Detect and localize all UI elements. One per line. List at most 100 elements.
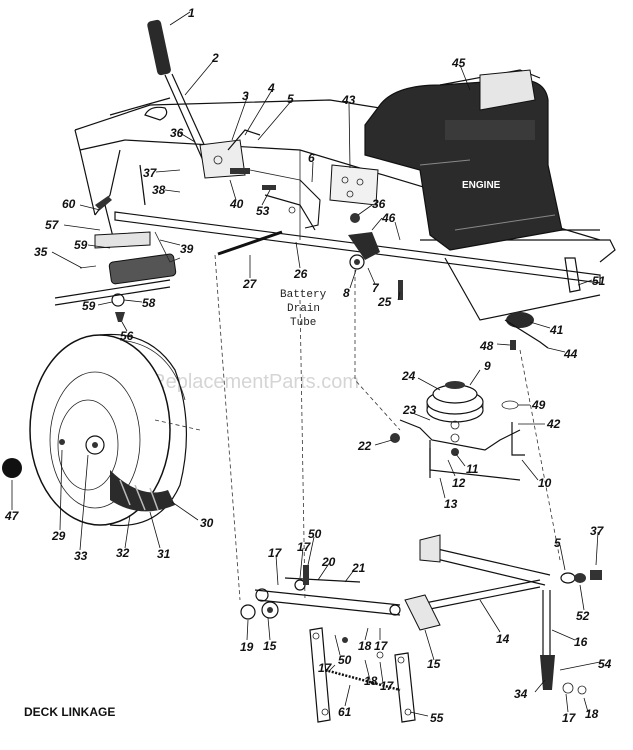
callout-27: 27 xyxy=(242,277,258,291)
callout-21: 21 xyxy=(351,561,366,575)
engine-block: ENGINE xyxy=(364,69,563,251)
callout-2: 2 xyxy=(211,51,219,65)
callout-44: 44 xyxy=(563,347,578,361)
leader-lines xyxy=(11,11,601,717)
callout-58: 58 xyxy=(142,296,156,310)
callout-41: 41 xyxy=(549,323,564,337)
callout-32: 32 xyxy=(116,546,130,560)
callout-14: 14 xyxy=(496,632,510,646)
callout-10: 10 xyxy=(538,476,552,490)
deck-hangers xyxy=(309,627,416,723)
deck-link-14 xyxy=(404,534,602,695)
callout-45: 45 xyxy=(451,56,466,70)
callout-1: 1 xyxy=(188,6,195,20)
callout-13: 13 xyxy=(444,497,458,511)
callout-42: 42 xyxy=(546,417,561,431)
phantom-line-right xyxy=(519,349,561,561)
pulley-9 xyxy=(426,381,484,456)
note-line-3: Tube xyxy=(290,317,316,329)
callout-3: 3 xyxy=(242,89,249,103)
callout-9: 9 xyxy=(484,359,491,373)
callout-17e: 17 xyxy=(380,679,395,693)
callout-33: 33 xyxy=(74,549,88,563)
callout-38: 38 xyxy=(152,183,166,197)
callout-60: 60 xyxy=(62,197,76,211)
callout-40: 40 xyxy=(229,197,244,211)
phantom-line-idler xyxy=(354,270,401,431)
callout-15b: 15 xyxy=(427,657,441,671)
callout-59: 59 xyxy=(74,238,88,252)
spring-clip-assembly xyxy=(348,213,403,300)
callout-29: 29 xyxy=(51,529,66,543)
callout-37: 37 xyxy=(143,166,158,180)
note-line-2: Drain xyxy=(287,303,320,315)
callout-48: 48 xyxy=(479,339,494,353)
idler-bracket-41 xyxy=(504,312,549,350)
callout-20: 20 xyxy=(321,555,336,569)
callout-17f: 17 xyxy=(562,711,577,725)
callout-30: 30 xyxy=(200,516,214,530)
callout-35: 35 xyxy=(34,245,48,259)
callout-31: 31 xyxy=(157,547,171,561)
callout-50: 50 xyxy=(308,527,322,541)
hub-cap-47 xyxy=(2,458,22,478)
callout-54: 54 xyxy=(598,657,612,671)
deck-link-21 xyxy=(240,565,401,620)
callout-36: 36 xyxy=(170,126,184,140)
link-6 xyxy=(264,179,321,231)
callout-17: 17 xyxy=(268,546,283,560)
diagram-caption: DECK LINKAGE xyxy=(24,705,115,719)
callout-37b: 37 xyxy=(590,524,605,538)
callout-18b: 18 xyxy=(364,674,378,688)
callout-11: 11 xyxy=(466,462,479,476)
callout-43: 43 xyxy=(341,93,356,107)
callout-22: 22 xyxy=(357,439,372,453)
callout-51: 51 xyxy=(592,274,606,288)
callout-50b: 50 xyxy=(338,653,352,667)
callout-16: 16 xyxy=(574,635,588,649)
callout-36b: 36 xyxy=(372,197,386,211)
note-line-1: Battery xyxy=(280,289,327,301)
callout-15: 15 xyxy=(263,639,277,653)
callout-59b: 59 xyxy=(82,299,96,313)
callout-55: 55 xyxy=(430,711,444,725)
callout-12: 12 xyxy=(452,476,466,490)
callout-17d: 17 xyxy=(318,661,333,675)
callout-61: 61 xyxy=(338,705,352,719)
phantom-line-wheel xyxy=(154,419,201,431)
callout-26: 26 xyxy=(293,267,308,281)
callout-25: 25 xyxy=(377,295,392,309)
bracket-43 xyxy=(329,164,379,206)
callout-5b: 5 xyxy=(554,536,561,550)
callout-23: 23 xyxy=(402,403,417,417)
callout-53: 53 xyxy=(256,204,270,218)
callout-57: 57 xyxy=(45,218,60,232)
callout-34: 34 xyxy=(514,687,528,701)
callout-8: 8 xyxy=(343,286,350,300)
callout-56: 56 xyxy=(120,329,134,343)
phantom-line-mid xyxy=(299,299,306,601)
callout-4: 4 xyxy=(267,81,275,95)
lift-lever xyxy=(147,19,301,190)
rear-wheel xyxy=(29,333,188,527)
callout-17b: 17 xyxy=(297,540,312,554)
callout-6: 6 xyxy=(308,151,315,165)
rod-27 xyxy=(217,230,283,256)
callout-17c: 17 xyxy=(374,639,389,653)
callout-47: 47 xyxy=(4,509,20,523)
callout-5: 5 xyxy=(287,92,294,106)
callout-7: 7 xyxy=(372,281,380,295)
watermark: eReplacementParts.com xyxy=(140,371,359,393)
phantom-line-left xyxy=(214,254,241,601)
callout-52: 52 xyxy=(576,609,590,623)
callout-18: 18 xyxy=(358,639,372,653)
callout-24: 24 xyxy=(401,369,416,383)
callout-18c: 18 xyxy=(585,707,599,721)
callout-49: 49 xyxy=(531,398,546,412)
battery-drain-tube-note: Battery Drain Tube xyxy=(280,289,327,329)
callout-39: 39 xyxy=(180,242,194,256)
callout-46: 46 xyxy=(381,211,396,225)
engine-label: ENGINE xyxy=(462,180,501,191)
steering-shaft xyxy=(54,196,181,322)
